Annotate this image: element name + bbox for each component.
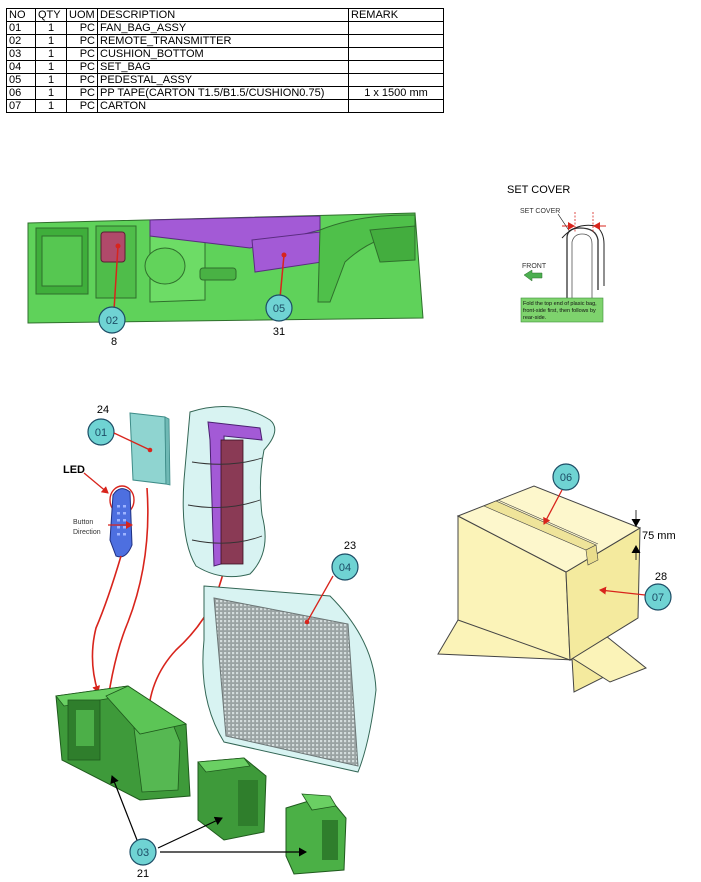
cushion-bottom-piece-3: [285, 793, 347, 875]
arrow-03-piece-2: [157, 816, 223, 849]
led-label: LED: [63, 464, 85, 476]
bubble-05-label: 05: [273, 303, 285, 315]
bubble-02-label: 02: [106, 315, 118, 327]
bubble-04-label: 04: [339, 562, 351, 574]
table-row: 05 1 PC PEDESTAL_ASSY: [6, 73, 444, 87]
quantity-07: 28: [655, 571, 667, 583]
callout-line-05: [279, 254, 285, 299]
set-cover-note-line3: rear-side.: [523, 315, 547, 321]
bubble-06-label: 06: [560, 472, 572, 484]
cell-no: 05: [6, 73, 36, 87]
cell-description: CARTON: [97, 99, 349, 113]
set-cover-inset: SET COVER FRONT Fold the top end of plas…: [520, 208, 606, 323]
cushion-bottom-main: [55, 685, 191, 801]
table-row: 01 1 PC FAN_BAG_ASSY: [6, 21, 444, 35]
arrow-03-main: [110, 775, 138, 841]
set-cover-title: SET COVER: [507, 184, 570, 196]
cell-description: REMOTE_TRANSMITTER: [97, 34, 349, 48]
bubble-03-label: 03: [137, 847, 149, 859]
set-cover-note-line1: Fold the top end of plasic bag,: [523, 301, 597, 307]
carton: [437, 485, 647, 693]
bubble-02: [98, 306, 126, 334]
callout-line-07: [599, 586, 646, 596]
cushion-top-view: [27, 212, 424, 324]
cell-no: 04: [6, 60, 36, 74]
fan-grille-panel: [213, 597, 359, 767]
quantity-01: 24: [97, 404, 109, 416]
remote-transmitter: [109, 488, 133, 558]
bubble-03: [129, 838, 157, 866]
cell-uom: PC: [66, 99, 98, 113]
cushion-bottom-piece-2: [197, 757, 267, 841]
routing-path-fan-bag: [101, 487, 149, 723]
tape-dimension-label: 75 mm: [642, 530, 676, 542]
quantity-04: 23: [344, 540, 356, 552]
bubble-01-label: 01: [95, 427, 107, 439]
cell-description: CUSHION_BOTTOM: [97, 47, 349, 61]
bubble-01: [87, 418, 115, 446]
quantity-02: 8: [111, 336, 117, 348]
bubble-05: [265, 294, 293, 322]
front-label: FRONT: [522, 263, 547, 270]
callout-line-06: [543, 489, 563, 525]
button-direction-label-1: Button: [73, 519, 93, 526]
bubble-07: [644, 583, 672, 611]
table-row: 03 1 PC CUSHION_BOTTOM: [6, 47, 444, 61]
routing-path-pedestal: [144, 555, 227, 723]
bubble-04: [331, 553, 359, 581]
bubble-06: [552, 463, 580, 491]
table-row: 07 1 PC CARTON: [6, 99, 444, 113]
quantity-03: 21: [137, 868, 149, 880]
set-cover-note-line2: front-side first, then follows by: [523, 308, 596, 314]
callout-dot-05: [281, 252, 287, 258]
cell-no: 07: [6, 99, 36, 113]
callout-line-02: [113, 245, 119, 311]
cell-remark: [348, 99, 444, 113]
table-row: 02 1 PC REMOTE_TRANSMITTER: [6, 34, 444, 48]
set-cover-note-box: [520, 297, 604, 323]
cell-uom: PC: [66, 60, 98, 74]
table-header-row: NO QTY UOM DESCRIPTION REMARK: [6, 8, 444, 22]
front-arrow-icon: [523, 269, 543, 282]
button-direction-label-2: Direction: [73, 529, 101, 536]
parts-table: NO QTY UOM DESCRIPTION REMARK 01 1 PC FA…: [6, 8, 444, 113]
quantity-05: 31: [273, 326, 285, 338]
callout-line-01: [113, 432, 151, 451]
bubble-07-label: 07: [652, 592, 664, 604]
routing-path-remote: [91, 555, 122, 693]
callout-dot-02: [115, 243, 121, 249]
set-cover-label: SET COVER: [520, 208, 560, 215]
callout-line-04: [306, 575, 334, 623]
header-remark: REMARK: [348, 8, 444, 22]
